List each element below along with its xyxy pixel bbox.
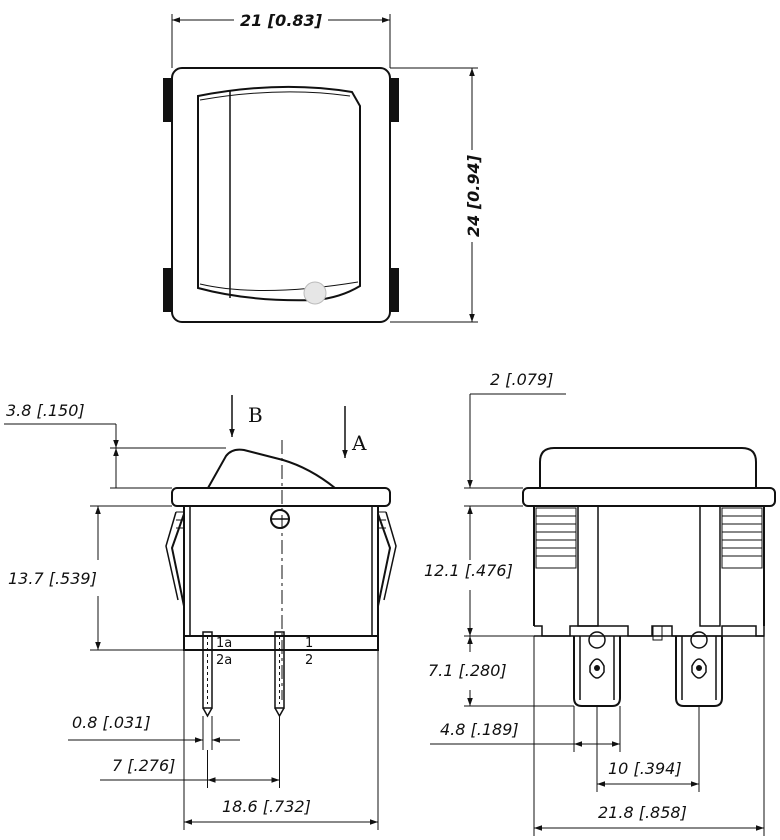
- side-terminal-left: [573, 631, 621, 707]
- dim-side-terminal: 7.1 [.280]: [428, 661, 507, 680]
- top-view: 21 [0.83] 24 [0.94]: [163, 11, 483, 323]
- side-ribs-left: [535, 507, 577, 569]
- pin-label-1: 1: [305, 636, 313, 651]
- indicator-dot: [303, 281, 327, 305]
- latch-right-top: [390, 78, 399, 122]
- top-view-frame: [171, 67, 391, 323]
- rocker-inner-bottom: [199, 281, 359, 292]
- front-flange: [171, 487, 391, 507]
- front-rocker: [207, 448, 336, 489]
- dim-side-flange: 2 [.079]: [490, 370, 553, 389]
- dim-side-tab: 4.8 [.189]: [440, 720, 519, 739]
- top-height-dimension: 24 [0.94]: [464, 154, 483, 237]
- latch-left-bottom: [163, 268, 172, 312]
- dim-pin-width: 0.8 [.031]: [72, 713, 151, 732]
- side-ribs-right: [721, 507, 763, 569]
- latch-right-bottom: [390, 268, 399, 312]
- dim-side-body: 12.1 [.476]: [424, 561, 513, 580]
- dim-side-overall: 21.8 [.858]: [598, 803, 687, 822]
- side-view: 2 [.079] 12.1 [.476] 7.1 [.280] 4.8 [.18…: [424, 370, 776, 836]
- side-cap: [539, 447, 757, 488]
- front-view: 1a 2a 1 2 B A 3.8 [.150] 13.7 [.539] 0.8…: [4, 395, 397, 830]
- latch-left-top: [163, 78, 172, 122]
- side-post-left: [577, 505, 599, 627]
- front-base: [183, 635, 379, 651]
- direction-b-label: B: [248, 403, 263, 427]
- dim-body-height: 13.7 [.539]: [8, 569, 97, 588]
- dim-side-tab-pitch: 10 [.394]: [608, 759, 682, 778]
- rocker-inner-top: [199, 91, 351, 101]
- front-pin-left: [202, 631, 213, 709]
- dim-body-width: 18.6 [.732]: [222, 797, 311, 816]
- side-flange: [522, 487, 776, 507]
- front-pin-right: [274, 631, 285, 709]
- pin-label-2a: 2a: [216, 653, 232, 668]
- front-clip-left: [170, 513, 185, 607]
- direction-a-label: A: [351, 431, 367, 455]
- pin-label-2: 2: [305, 653, 313, 668]
- front-clip-right: [377, 513, 392, 607]
- top-width-dimension: 21 [0.83]: [240, 11, 323, 30]
- dim-pin-pitch: 7 [.276]: [112, 756, 175, 775]
- side-post-right: [699, 505, 721, 627]
- side-base: [534, 625, 765, 637]
- side-terminal-right: [675, 631, 723, 707]
- pin-label-1a: 1a: [216, 636, 232, 651]
- dim-rocker-height: 3.8 [.150]: [6, 401, 85, 420]
- rocker-face: [197, 85, 361, 302]
